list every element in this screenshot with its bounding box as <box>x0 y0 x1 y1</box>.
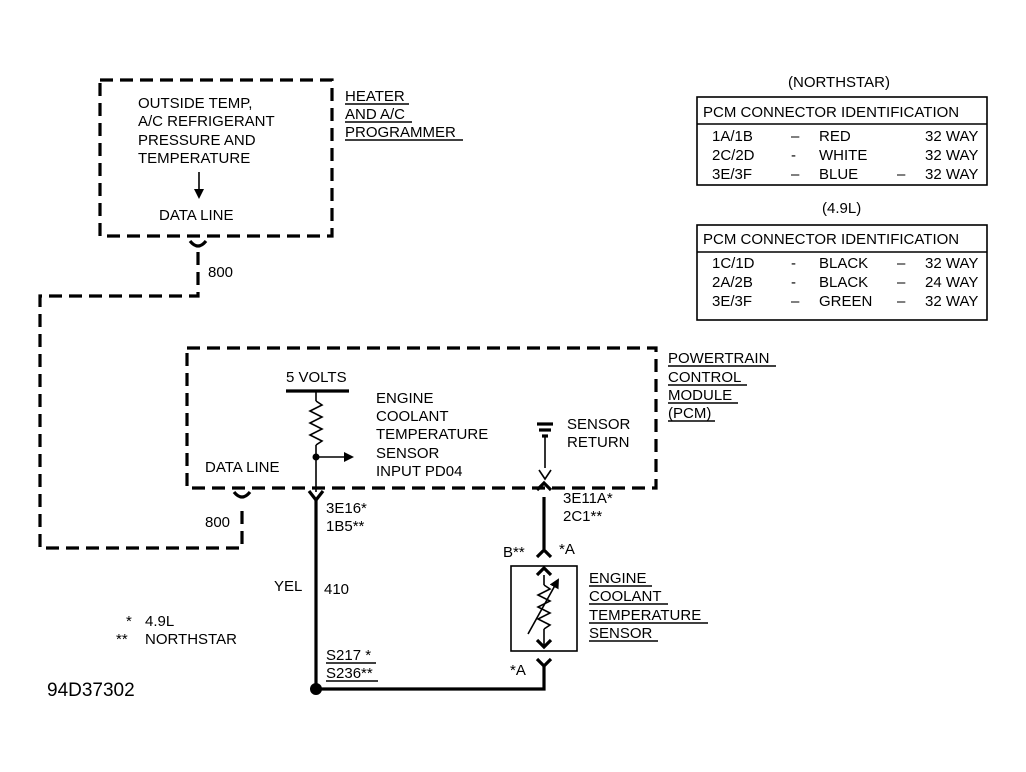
heater-inner-line-1: OUTSIDE TEMP, <box>138 95 252 112</box>
table-2-row-1-pins: 1C/1D <box>712 255 755 272</box>
pcm-module-box <box>185 346 658 490</box>
pin-right-line-1: 3E11A* <box>563 490 613 507</box>
table-1-row-3-way: 32 WAY <box>925 166 978 183</box>
pin-left-line-1: 3E16* <box>326 500 367 517</box>
sensor-return-ground-icon <box>537 422 553 481</box>
sensor-label-line-4: SENSOR <box>589 625 653 642</box>
pcm-name-line-2: CONTROL <box>668 369 741 386</box>
table-1-outer <box>696 96 988 186</box>
pcm-name-underlines <box>668 365 776 422</box>
table-1-header: PCM CONNECTOR IDENTIFICATION <box>703 104 959 121</box>
sensor-return-line-2: RETURN <box>567 434 630 451</box>
table-1-row-2-way: 32 WAY <box>925 147 978 164</box>
table-2-row-3-sep1: – <box>791 293 800 310</box>
table-1-row-3-sep2: – <box>897 166 906 183</box>
splice-underlines <box>326 662 378 682</box>
sensor-return-wire-bottom <box>316 672 546 691</box>
splice-label-1: S217 * <box>326 647 371 664</box>
data-line-800-wire <box>38 252 244 550</box>
pcm-data-connector-symbol <box>232 490 252 499</box>
sensor-input-line-3: TEMPERATURE <box>376 426 488 443</box>
sensor-input-line-1: ENGINE <box>376 390 434 407</box>
sensor-label-line-1: ENGINE <box>589 570 647 587</box>
pcm-data-line-label: DATA LINE <box>205 459 279 476</box>
legend-symbol-2: ** <box>116 631 128 648</box>
table-2-row-3-sep2: – <box>897 293 906 310</box>
table-1-row-1-way: 32 WAY <box>925 128 978 145</box>
heater-name-line-1: HEATER <box>345 88 405 105</box>
table-1-row-1-pins: 1A/1B <box>712 128 753 145</box>
table-2-row-1-color: BLACK <box>819 255 868 272</box>
figure-id: 94D37302 <box>47 680 135 701</box>
table-1-row-3-sep1: – <box>791 166 800 183</box>
right-pcm-connector-symbol <box>535 480 553 492</box>
table-1-row-2-pins: 2C/2D <box>712 147 755 164</box>
heater-name-underlines <box>345 103 463 141</box>
table-2-row-2-pins: 2A/2B <box>712 274 753 291</box>
pin-left-line-2: 1B5** <box>326 518 365 535</box>
table-2-row-1-sep1: - <box>791 255 796 272</box>
sensor-bottom-connector-symbol <box>535 657 553 669</box>
left-pcm-connector-symbol <box>307 490 325 503</box>
sensor-label-underlines <box>589 585 708 642</box>
table-2-row-3-pins: 3E/3F <box>712 293 752 310</box>
heater-inner-line-3: PRESSURE AND <box>138 132 256 149</box>
sensor-top-inner-connector <box>535 565 553 577</box>
sensor-label-line-2: COOLANT <box>589 588 662 605</box>
pullup-resistor <box>308 400 324 446</box>
sensor-label-line-3: TEMPERATURE <box>589 607 701 624</box>
heater-data-line-label: DATA LINE <box>159 207 233 224</box>
table-1-row-1-sep1: – <box>791 128 800 145</box>
legend-symbol-1: * <box>126 613 132 630</box>
sensor-pin-bottom: *A <box>510 662 526 679</box>
sensor-return-line-1: SENSOR <box>567 416 631 433</box>
circuit-800-top-label: 800 <box>208 264 233 281</box>
table-2-row-1-sep2: – <box>897 255 906 272</box>
table-1-caption: (NORTHSTAR) <box>788 74 890 91</box>
table-2-caption: (4.9L) <box>822 200 861 217</box>
heater-name-line-3: PROGRAMMER <box>345 124 456 141</box>
sensor-bottom-inner-connector <box>535 638 553 650</box>
table-1-row-2-sep1: - <box>791 147 796 164</box>
thermistor-variable-arrow <box>527 578 559 635</box>
table-2-row-3-way: 32 WAY <box>925 293 978 310</box>
sensor-input-line-5: INPUT PD04 <box>376 463 462 480</box>
table-1-row-3-pins: 3E/3F <box>712 166 752 183</box>
table-2-row-2-sep1: - <box>791 274 796 291</box>
sensor-input-line-4: SENSOR <box>376 445 440 462</box>
legend-text-2: NORTHSTAR <box>145 631 237 648</box>
table-1-row-3-color: BLUE <box>819 166 858 183</box>
wire-color-label: YEL <box>274 578 302 595</box>
pcm-name-line-4: (PCM) <box>668 405 711 422</box>
table-2-row-2-sep2: – <box>897 274 906 291</box>
table-2-row-3-color: GREEN <box>819 293 872 310</box>
table-2-row-2-color: BLACK <box>819 274 868 291</box>
thermistor-icon <box>536 584 552 630</box>
sensor-top-connector-symbol <box>535 547 553 559</box>
heater-inner-line-2: A/C REFRIGERANT <box>138 113 275 130</box>
splice-label-2: S236** <box>326 665 373 682</box>
table-2-row-1-way: 32 WAY <box>925 255 978 272</box>
five-volts-label: 5 VOLTS <box>286 369 347 386</box>
sensor-pin-top-right: *A <box>559 541 575 558</box>
legend-text-1: 4.9L <box>145 613 174 630</box>
pcm-name-line-1: POWERTRAIN <box>668 350 769 367</box>
table-1-row-2-color: WHITE <box>819 147 867 164</box>
table-2-row-2-way: 24 WAY <box>925 274 978 291</box>
pin-right-line-2: 2C1** <box>563 508 602 525</box>
table-2-header: PCM CONNECTOR IDENTIFICATION <box>703 231 959 248</box>
table-2-outer <box>696 224 988 321</box>
sensor-input-line-2: COOLANT <box>376 408 449 425</box>
pcm-name-line-3: MODULE <box>668 387 732 404</box>
heater-connector-symbol <box>188 239 208 248</box>
wire-circuit-label: 410 <box>324 581 349 598</box>
sensor-pin-top-left: B** <box>503 544 525 561</box>
heater-name-line-2: AND A/C <box>345 106 405 123</box>
circuit-800-bottom-label: 800 <box>205 514 230 531</box>
heater-module-box <box>98 78 334 238</box>
heater-inner-line-4: TEMPERATURE <box>138 150 250 167</box>
table-1-row-1-color: RED <box>819 128 851 145</box>
